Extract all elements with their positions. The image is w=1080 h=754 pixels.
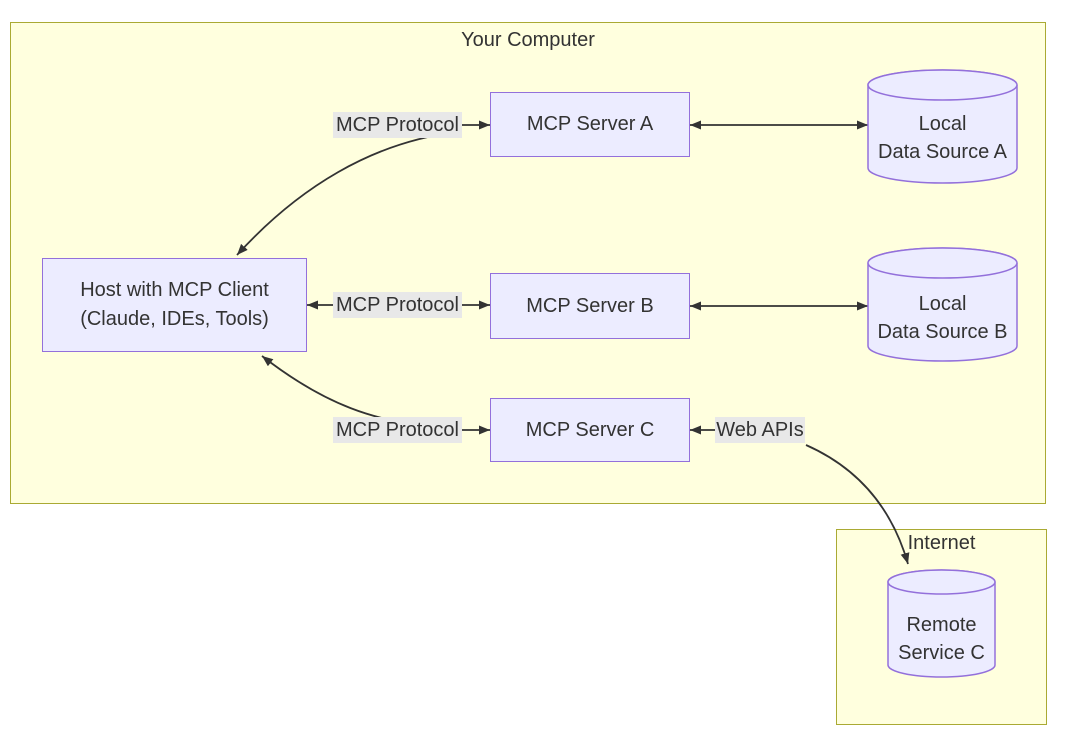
node-remote-service-c-text: Remote Service C [888, 611, 995, 667]
cluster-your-computer-label: Your Computer [461, 29, 595, 51]
edge-webapis-to-remote-c [805, 444, 910, 565]
edge-host-server-a-curve [236, 131, 459, 256]
data-source-b-line2: Data Source B [877, 321, 1008, 343]
remote-service-c-line1: Remote [906, 614, 977, 636]
cylinder-data-source-b-top [867, 247, 1018, 279]
node-data-source-b-text: Local Data Source B [868, 290, 1017, 346]
cluster-internet-label: Internet [907, 532, 976, 554]
remote-service-c-line2: Service C [898, 642, 985, 664]
edge-label-mcp-protocol-c: MCP Protocol [333, 417, 462, 443]
edge-label-web-apis: Web APIs [715, 417, 805, 443]
node-host: Host with MCP Client (Claude, IDEs, Tool… [42, 258, 307, 352]
data-source-b-line1: Local [918, 293, 967, 315]
node-mcp-server-a: MCP Server A [490, 92, 690, 157]
data-source-a-line1: Local [918, 113, 967, 135]
node-host-line1: Host with MCP Client [80, 279, 269, 301]
node-mcp-server-c: MCP Server C [490, 398, 690, 462]
node-host-line2: (Claude, IDEs, Tools) [80, 308, 269, 330]
data-source-a-line2: Data Source A [878, 141, 1007, 163]
cylinder-remote-service-c-top [887, 569, 996, 595]
edge-label-mcp-protocol-b: MCP Protocol [333, 292, 462, 318]
edge-label-mcp-protocol-a: MCP Protocol [333, 112, 462, 138]
node-data-source-a-text: Local Data Source A [868, 110, 1017, 166]
cylinder-data-source-a-top [867, 69, 1018, 101]
node-mcp-server-b: MCP Server B [490, 273, 690, 339]
